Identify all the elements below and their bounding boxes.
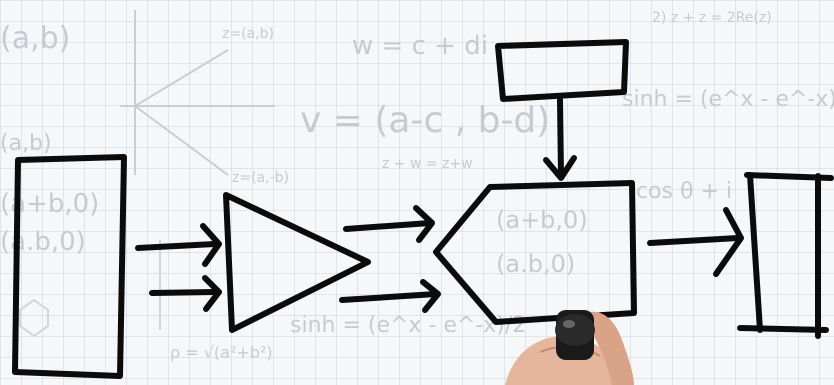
arrow-hexagon-to-output bbox=[647, 235, 741, 246]
bg-formula-vector-top: z=(a,b) bbox=[222, 26, 274, 42]
arrow-hexagon-to-output-head bbox=[713, 207, 744, 277]
bg-formula-pair-top: (a,b) bbox=[0, 21, 70, 56]
bg-formula-v: v = (a-c , b-d) bbox=[300, 100, 550, 141]
triangle-amplifier bbox=[223, 192, 371, 333]
bg-formula-pair-low: (a.b,0) bbox=[0, 227, 86, 257]
arrow-triangle-upper-head bbox=[413, 205, 435, 243]
bg-formula-center-pair: (a+b,0) bbox=[496, 206, 588, 234]
arrow-input-lower-head bbox=[202, 275, 222, 312]
bg-vector-down bbox=[134, 105, 229, 176]
bg-vector-up bbox=[134, 49, 229, 107]
arrow-input-lower bbox=[149, 289, 218, 296]
marker-highlight bbox=[563, 320, 575, 328]
arrow-topbox-down-head bbox=[543, 155, 577, 181]
bg-formula-top-right: 2) z + z = 2Re(z) bbox=[652, 10, 772, 26]
arrow-topbox-down bbox=[557, 97, 564, 178]
top-box bbox=[495, 39, 629, 102]
output-rectangle-left bbox=[747, 172, 763, 333]
output-rectangle-bottom bbox=[737, 325, 829, 333]
hand-palm bbox=[505, 336, 630, 385]
bg-formula-center-pair2: (a.b,0) bbox=[496, 250, 575, 278]
arrow-triangle-upper bbox=[343, 220, 433, 232]
bg-formula-sum: z + w = z+w bbox=[382, 156, 473, 172]
input-rectangle bbox=[12, 154, 127, 379]
bg-formula-w: w = c + di bbox=[352, 31, 488, 61]
arrow-triangle-lower-head bbox=[420, 279, 441, 313]
arrow-triangle-lower bbox=[339, 291, 439, 303]
diagram bbox=[12, 39, 834, 379]
hand-with-marker bbox=[505, 310, 634, 385]
bg-formula-rho: ρ = √(a²+b²) bbox=[170, 343, 273, 362]
bg-formula-sinh-top: sinh = (e^x - e^-x)/2 bbox=[622, 87, 834, 112]
background-math: (a,b) z=(a,b) z=(a,-b) w = c + di v = (a… bbox=[0, 10, 834, 362]
bg-formula-cos: cos θ + i bbox=[636, 179, 732, 204]
arrow-input-upper-head bbox=[200, 223, 222, 267]
bg-formula-pair-left: (a,b) bbox=[0, 131, 52, 156]
hand-finger bbox=[590, 311, 634, 385]
bg-formula-sinh-bottom: sinh = (e^x - e^-x)/2 bbox=[290, 313, 526, 338]
marker-cap bbox=[555, 314, 595, 346]
bg-formula-vector-bottom: z=(a,-b) bbox=[232, 170, 289, 186]
bg-hexagon-icon bbox=[19, 298, 49, 338]
arrow-input-upper bbox=[135, 241, 218, 251]
